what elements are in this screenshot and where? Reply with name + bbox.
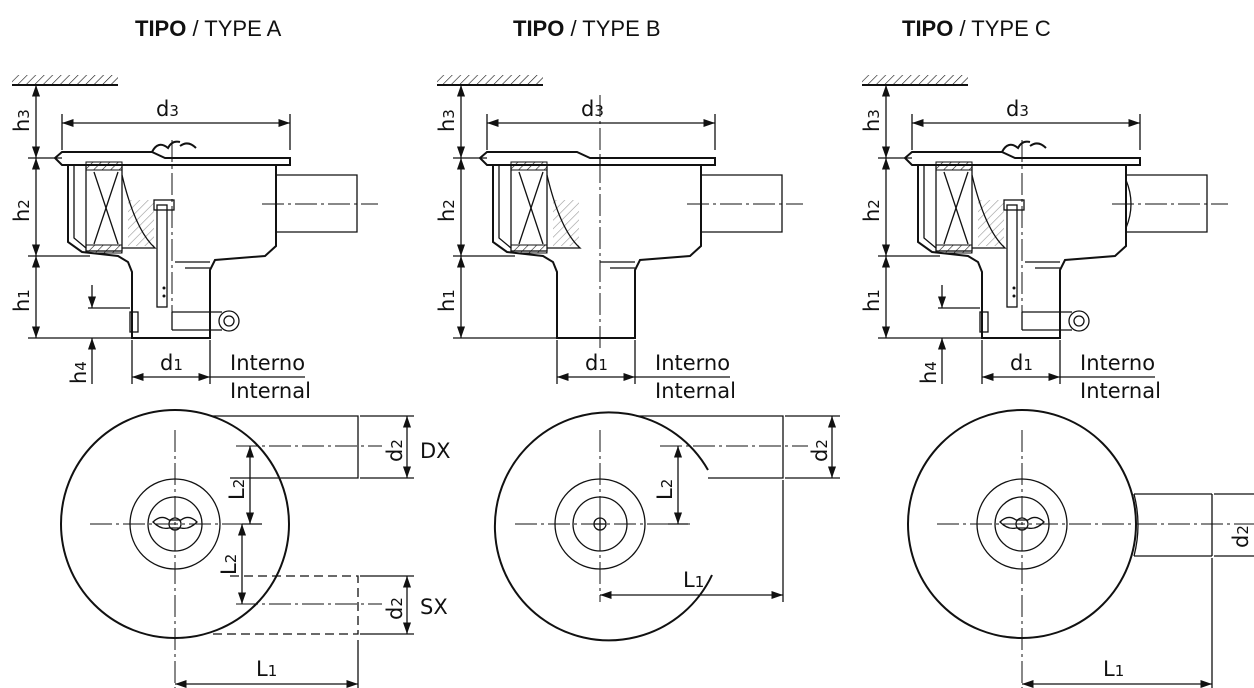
dim-l1: L1 xyxy=(256,657,277,681)
label-interno: Interno xyxy=(230,351,305,375)
dim-h3: h3 xyxy=(10,109,34,132)
dim-l1: L1 xyxy=(1103,657,1124,681)
label-sx: SX xyxy=(420,595,448,619)
title-type-a: TIPO / TYPE A xyxy=(135,16,282,41)
dim-l1: L1 xyxy=(683,568,704,592)
dim-d3: d3 xyxy=(1006,97,1029,121)
dim-d2-sx: d2 xyxy=(383,597,407,620)
dim-d3: d3 xyxy=(156,97,179,121)
title-type-c: TIPO / TYPE C xyxy=(902,16,1051,41)
dim-h1: h1 xyxy=(435,289,459,312)
dim-d1: d1 xyxy=(585,351,608,375)
dim-h3: h3 xyxy=(435,109,459,132)
dim-d3: d3 xyxy=(581,97,604,121)
type-c-side-view: d3 h3 h2 h1 h4 d1 Interno Internal xyxy=(860,74,1228,403)
dim-d2-dx: d2 xyxy=(383,439,407,462)
dim-h2: h2 xyxy=(435,199,459,222)
dim-h1: h1 xyxy=(860,289,884,312)
label-interno: Interno xyxy=(655,351,730,375)
dim-h3: h3 xyxy=(860,109,884,132)
label-internal: Internal xyxy=(1080,379,1161,403)
type-a-side-view: d3 h3 h2 h1 h4 d1 Interno Internal xyxy=(10,74,378,403)
label-internal: Internal xyxy=(230,379,311,403)
title-type-b: TIPO / TYPE B xyxy=(513,16,661,41)
dim-l2-lower: L2 xyxy=(217,554,241,575)
dim-h2: h2 xyxy=(10,199,34,222)
type-a-plan-view: d2 d2 DX SX L2 L2 L1 xyxy=(60,409,451,688)
type-b-plan-view: d2 L2 L1 xyxy=(493,411,840,642)
dim-h1: h1 xyxy=(10,289,34,312)
dim-d1: d1 xyxy=(1010,351,1033,375)
label-interno: Interno xyxy=(1080,351,1155,375)
dim-h2: h2 xyxy=(860,199,884,222)
type-b-side-view: d3 h3 h2 h1 d1 Interno Internal xyxy=(435,74,803,403)
dim-l2: L2 xyxy=(653,479,677,500)
dim-h4: h4 xyxy=(917,361,941,384)
label-dx: DX xyxy=(420,439,451,463)
dim-l2-upper: L2 xyxy=(225,479,249,500)
dim-h4: h4 xyxy=(67,361,91,384)
dim-d1: d1 xyxy=(160,351,183,375)
dim-d2: d2 xyxy=(808,439,832,462)
label-internal: Internal xyxy=(655,379,736,403)
type-c-plan-view: d2 L1 xyxy=(907,409,1254,688)
dim-d2: d2 xyxy=(1229,525,1253,548)
